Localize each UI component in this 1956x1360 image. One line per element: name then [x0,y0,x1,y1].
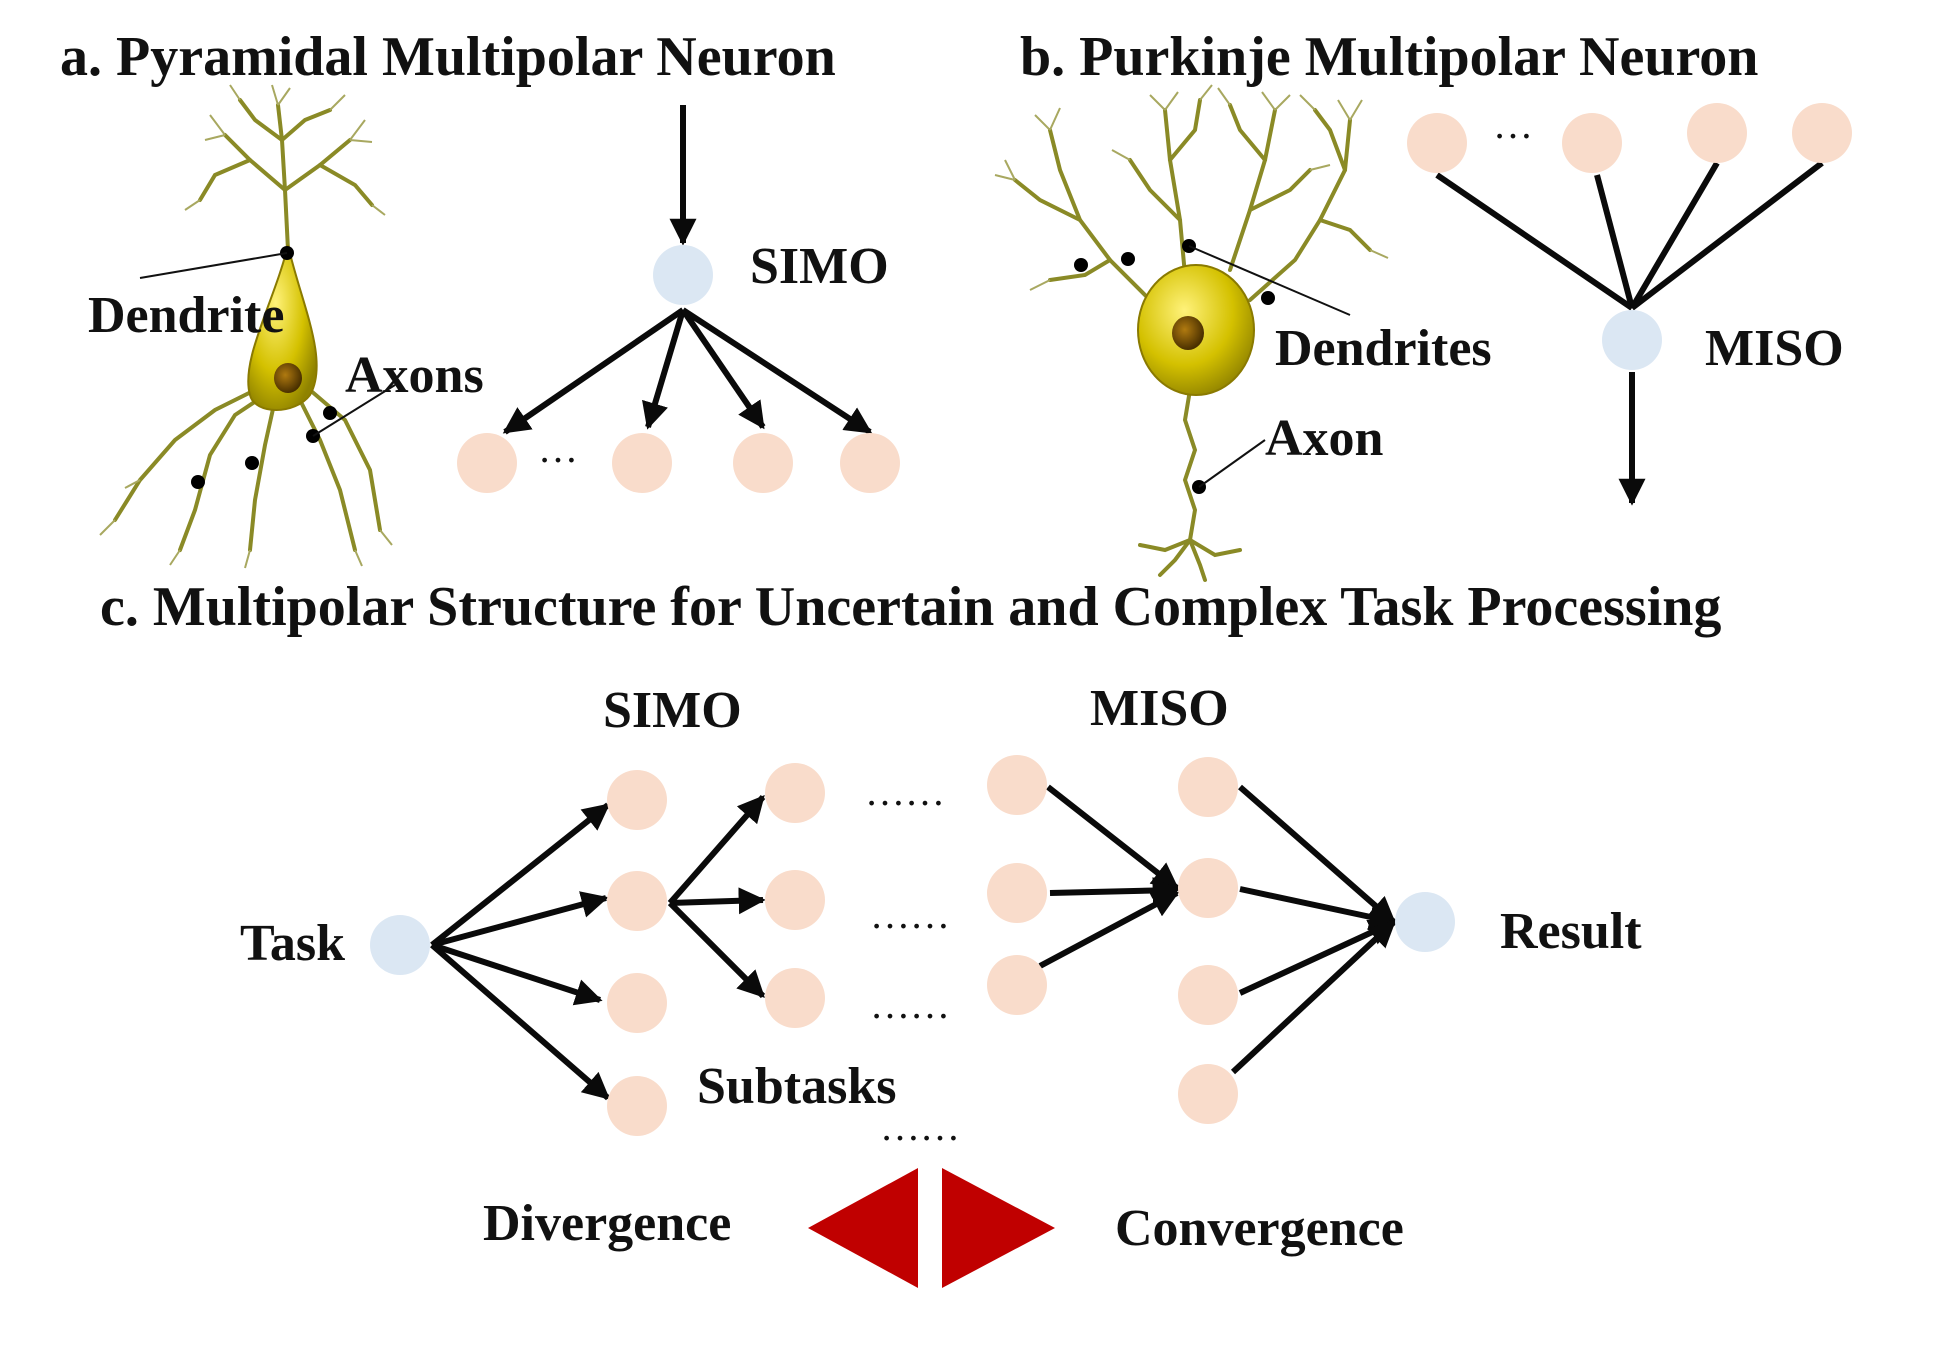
task-edge-3 [431,942,603,1006]
result-edge-2 [1239,886,1397,931]
miso-leaf-node [1407,113,1467,173]
miso-leaf-node [1687,103,1747,163]
dendrites-label: Dendrites [1275,320,1492,377]
panel-a-title: a. Pyramidal Multipolar Neuron [60,26,836,88]
dots-row-4: …… [880,1104,960,1149]
subtask-node [765,763,825,823]
subtasks-label: Subtasks [697,1058,896,1115]
task-edge-2 [431,891,609,948]
simo-leaf-node [840,433,900,493]
simo-leaf-node [733,433,793,493]
merge-node [1178,1064,1238,1124]
merge-edge-3 [1038,890,1180,969]
miso-label-b: MISO [1705,320,1844,377]
merge-edge-2 [1049,877,1180,905]
task-label: Task [240,915,345,972]
merge-edge-1 [1046,784,1180,891]
miso-hub-node [1602,310,1662,370]
subtask-edge-3 [667,900,766,999]
dots-row-1: …… [865,769,945,814]
panel-b-title: b. Purkinje Multipolar Neuron [1020,26,1758,88]
merge-node [1178,757,1238,817]
simo-ellipsis: … [538,426,578,471]
panel-c-title: c. Multipolar Structure for Uncertain an… [100,576,1721,638]
miso-leaf-node [1792,103,1852,163]
simo-edge-1 [502,307,685,435]
axon-label: Axon [1265,410,1384,467]
task-edge-4 [430,942,611,1101]
result-edge-4 [1230,919,1397,1075]
subtask-node [607,1076,667,1136]
task-node [370,915,430,975]
simo-leaf-node [457,433,517,493]
simo-edge-2 [642,309,686,430]
result-edge-3 [1238,919,1397,996]
panel-c-miso-label: MISO [1090,680,1229,737]
miso-edge-3 [1629,161,1720,310]
subtask-edge-2 [669,887,766,915]
subtask-node [765,870,825,930]
dots-row-3: …… [870,982,950,1027]
panel-c-simo-label: SIMO [603,682,742,739]
merge-node [1178,858,1238,918]
subtask-edge-1 [667,794,766,905]
simo-label-a: SIMO [750,238,889,295]
dendrite-label: Dendrite [88,287,284,344]
merge-node [987,863,1047,923]
pyramidal-neuron-illustration [99,84,396,569]
miso-ellipsis: … [1493,102,1533,147]
simo-edge-4 [681,307,873,435]
simo-graph [457,105,900,493]
result-label: Result [1500,903,1642,960]
miso-leaf-node [1562,113,1622,173]
subtask-node [607,770,667,830]
merge-node [987,955,1047,1015]
purkinje-neuron-illustration [994,84,1389,582]
merge-node [987,755,1047,815]
result-node [1395,892,1455,952]
divergence-label: Divergence [483,1195,731,1252]
task-flow-graph [370,755,1455,1136]
miso-graph [1407,103,1852,506]
axons-label: Axons [345,347,484,404]
convergence-triangle [942,1168,1055,1288]
merge-node [1178,965,1238,1025]
convergence-label: Convergence [1115,1200,1404,1257]
miso-edge-4 [1630,160,1824,311]
result-edge-1 [1238,784,1397,925]
subtask-node [607,871,667,931]
subtask-node [607,973,667,1033]
divergence-triangle [808,1168,918,1288]
task-edge-1 [430,802,611,948]
miso-edge-2 [1594,174,1635,309]
miso-edge-1 [1435,172,1634,311]
dots-row-2: …… [870,892,950,937]
simo-hub-node [653,245,713,305]
subtask-node [765,968,825,1028]
simo-edge-3 [680,308,766,430]
simo-leaf-node [612,433,672,493]
